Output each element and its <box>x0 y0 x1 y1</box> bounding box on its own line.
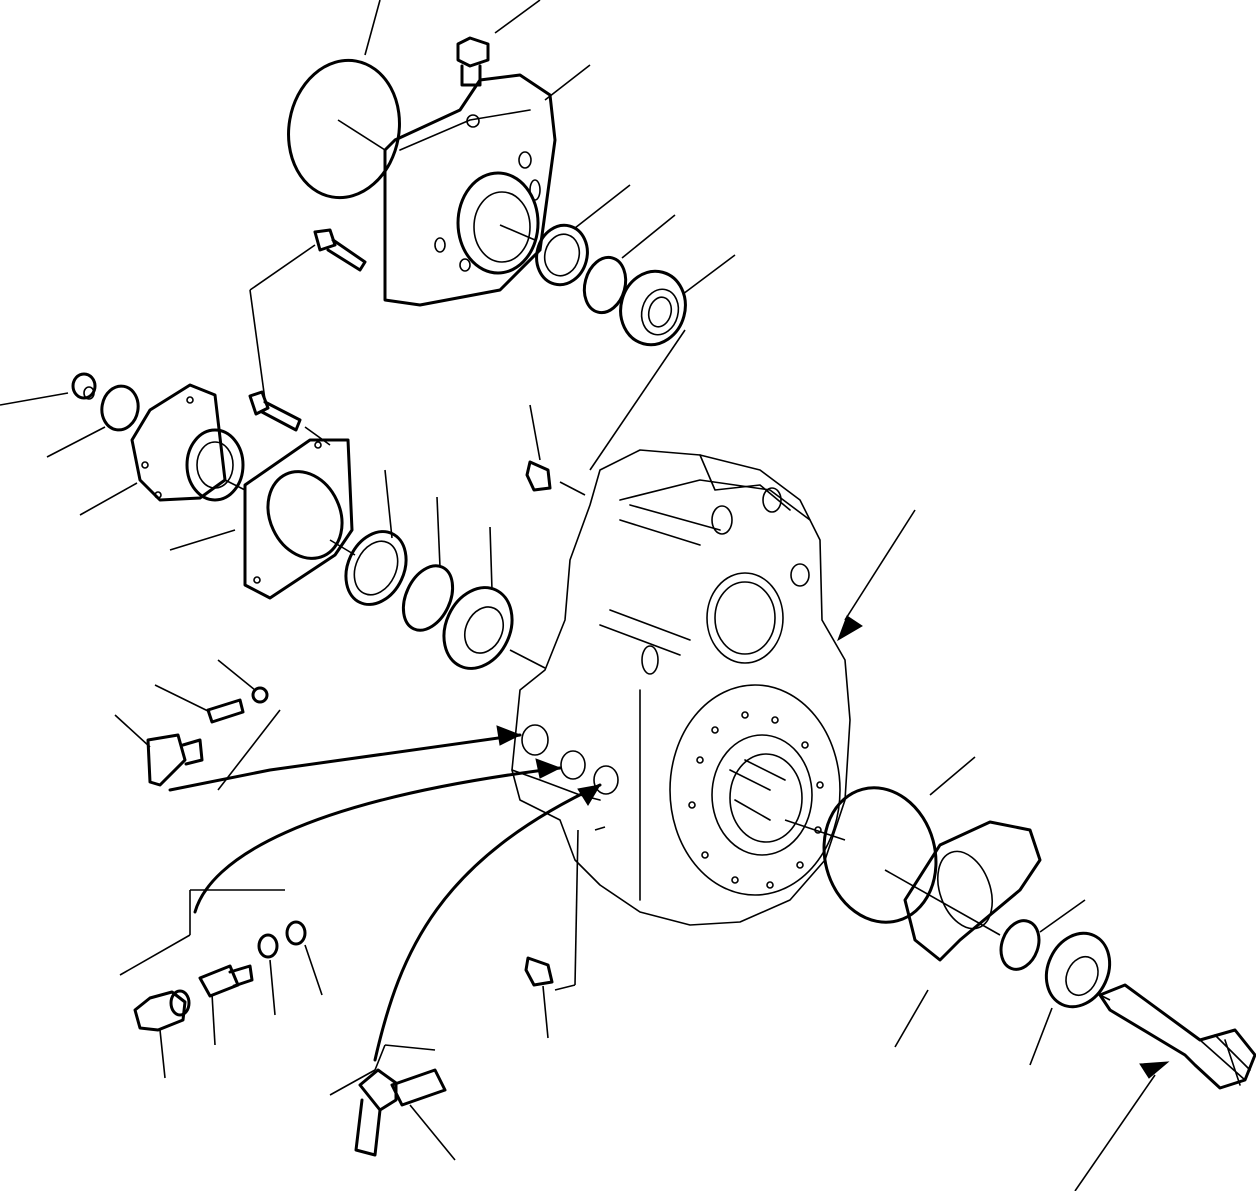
seal-ring-upper-1 <box>535 223 589 287</box>
washer <box>100 384 140 432</box>
washer-small <box>257 933 279 959</box>
bearing-left <box>442 586 514 670</box>
housing-bolt-holes <box>688 711 824 889</box>
assembly-arrows <box>168 615 1170 1079</box>
spacer-ring <box>999 919 1041 971</box>
pinion-shaft <box>1098 983 1256 1090</box>
snap-ring-left <box>401 564 455 632</box>
steel-ball <box>251 686 269 704</box>
breather-cap <box>456 36 490 87</box>
taper-bearing <box>1044 931 1112 1009</box>
bearing-retainer <box>243 438 354 600</box>
hose-fittings <box>133 920 447 1157</box>
bolt-upper <box>313 228 367 272</box>
elbow-fitting <box>133 990 187 1032</box>
shim-plate <box>903 820 1042 962</box>
gear-housing <box>511 449 851 926</box>
output-flange-assembly <box>71 372 514 670</box>
upper-cover-assembly <box>287 36 687 347</box>
pinion-assembly <box>822 786 1256 1090</box>
detent-assembly <box>146 686 269 787</box>
bearing-upper <box>619 269 687 347</box>
spring <box>206 698 245 724</box>
nut <box>71 372 97 400</box>
washer-small-2 <box>285 920 307 946</box>
companion-flange <box>130 383 227 502</box>
bearing-cover <box>383 73 557 307</box>
plug-bottom <box>524 956 554 987</box>
plug-bolt <box>146 733 187 787</box>
hose-adapter <box>390 1068 447 1107</box>
bolt-left <box>248 390 302 432</box>
plug-top <box>525 460 552 492</box>
callout-leaders <box>0 0 1156 1191</box>
plug-lower-center <box>524 460 554 987</box>
centerlines <box>119 119 1111 1096</box>
o-ring-right <box>822 786 938 924</box>
o-ring-top <box>287 58 401 200</box>
